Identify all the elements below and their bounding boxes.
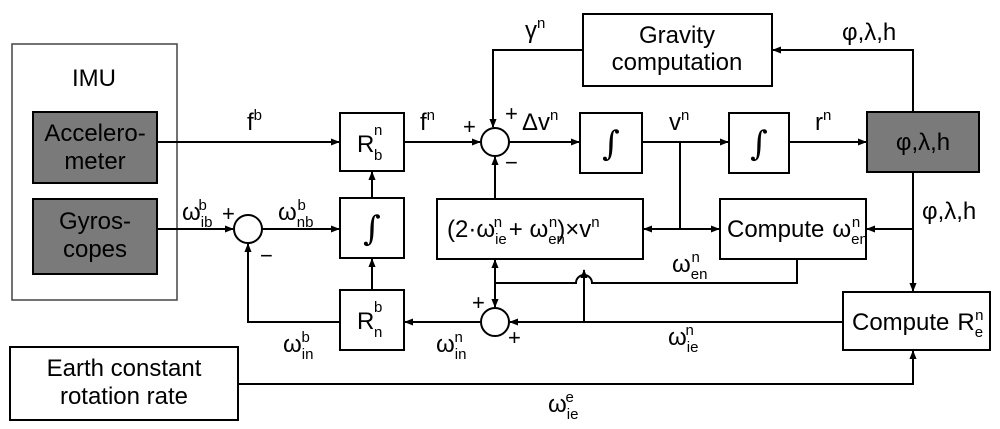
rotation-matrix-rbn-block [339, 112, 405, 172]
gyroscopes-block [32, 198, 158, 275]
omega-in-sum-plus-right: + [508, 325, 521, 350]
earth-rate-arrow [238, 350, 917, 385]
velocity-sum-minus: − [505, 150, 518, 175]
velocity-integrator-symbol: ∫ [602, 124, 620, 164]
gyroscopes-label-1: Gyros- [59, 208, 131, 235]
rotation-matrix-rnb-block [339, 289, 405, 351]
position-label: φ,λ,h [896, 129, 950, 156]
gyroscopes-label-2: copes [63, 236, 127, 263]
velocity-sum-plus-top: + [505, 101, 518, 126]
rnb-sup: b [374, 299, 382, 316]
position-block [866, 111, 980, 173]
attitude-integrator-symbol: ∫ [363, 209, 381, 249]
omega-nb-label: ωnbb [278, 197, 313, 231]
omega-in-summing-junction [480, 307, 510, 337]
omega-ie-e-label: ωiee [548, 389, 578, 423]
plh-top-label: φ,λ,h [842, 19, 896, 46]
plh-right-label: φ,λ,h [922, 198, 976, 225]
vn-label: vn [669, 107, 689, 136]
position-to-gravity-arrow [772, 46, 914, 112]
accelerometer-label-2: meter [64, 148, 125, 175]
fb-label: fb [247, 107, 262, 136]
omega-ib-in-label: ωinb [283, 329, 313, 363]
dv-label: Δvn [522, 107, 558, 136]
omega-in-sum-plus-top: + [472, 290, 485, 315]
rbn-sub: b [374, 147, 382, 164]
compute-omega-en-block [719, 198, 867, 260]
earth-rotation-label-2: rotation rate [60, 383, 188, 410]
gyro-summing-junction [233, 214, 263, 244]
rnb-sub: n [374, 324, 382, 341]
rnb-R: R [357, 308, 374, 335]
accelerometer-block [32, 111, 158, 184]
gamma-label: γn [525, 15, 545, 44]
omega-en-feedback-line [495, 259, 798, 284]
coriolis-expression: (2·ωien + ωenn)×vn [447, 214, 600, 248]
position-integrator-block [728, 112, 790, 174]
imu-label: IMU [72, 65, 116, 92]
omega-ib-feedback-arrow [244, 243, 340, 323]
earth-rotation-label-1: Earth constant [47, 355, 202, 382]
rn-label: rn [815, 107, 831, 136]
fn-label: fn [420, 107, 435, 136]
velocity-sum-plus-left: + [463, 114, 476, 139]
omega-ib-label: ωibb [182, 197, 212, 231]
gyro-sum-plus: + [222, 201, 235, 226]
compute-rne-block [842, 291, 991, 351]
accelerometer-label-1: Accelero- [44, 120, 145, 147]
gyro-sum-minus: − [260, 243, 273, 268]
position-integrator-symbol: ∫ [750, 124, 768, 164]
gravity-to-sum-arrow [489, 49, 583, 128]
rbn-sup: n [374, 122, 382, 139]
gravity-label-1: Gravity [639, 22, 715, 49]
rbn-R: R [357, 131, 374, 158]
coriolis-block [436, 198, 644, 260]
omega-in-label: ωinn [436, 329, 466, 363]
velocity-integrator-block [579, 112, 643, 174]
omega-ie-n-label: ωien [668, 322, 698, 356]
omega-en-label: ωenn [672, 249, 707, 283]
gravity-label-2: computation [612, 49, 743, 76]
attitude-integrator-block [339, 197, 405, 259]
